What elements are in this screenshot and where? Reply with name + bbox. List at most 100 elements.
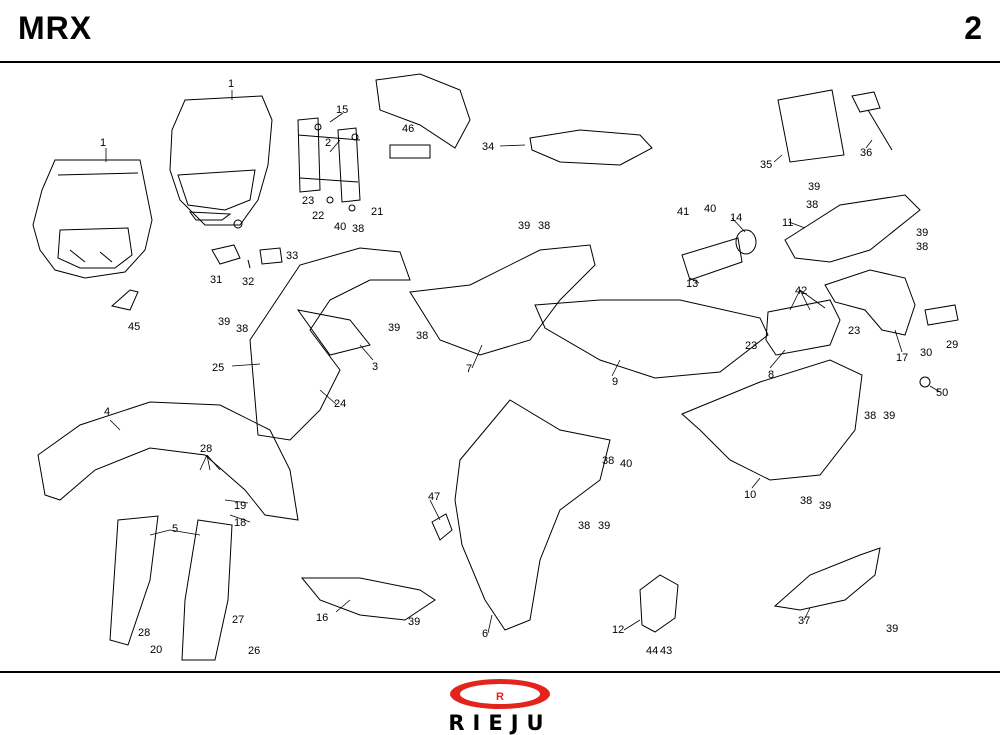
label-39f: 39	[883, 410, 895, 422]
label-14: 14	[730, 212, 742, 224]
part-7-side-panel	[409, 244, 596, 356]
part-46-clamp	[389, 144, 431, 159]
label-25: 25	[212, 362, 224, 374]
label-32: 32	[242, 276, 254, 288]
label-34: 34	[482, 141, 494, 153]
label-27: 27	[232, 614, 244, 626]
label-39e: 39	[916, 227, 928, 239]
label-4: 4	[104, 406, 110, 418]
label-44: 44	[646, 645, 658, 657]
label-47: 47	[428, 491, 440, 503]
part-36-tool	[851, 91, 893, 151]
label-38b: 38	[538, 220, 550, 232]
model-name: MRX	[18, 10, 93, 46]
page-footer: R RIEJU	[0, 673, 1000, 735]
label-42: 42	[795, 285, 807, 297]
label-28b: 28	[138, 627, 150, 639]
label-38c: 38	[236, 323, 248, 335]
label-36: 36	[860, 147, 872, 159]
label-17: 17	[896, 352, 908, 364]
label-23a: 23	[302, 195, 314, 207]
label-26: 26	[248, 645, 260, 657]
label-50: 50	[936, 387, 948, 399]
part-34-handguards	[375, 73, 653, 166]
rieju-logo-icon: R	[450, 679, 550, 709]
part-5-fork-guard-right	[181, 519, 233, 661]
part-12-sprocket-cover	[639, 574, 679, 633]
label-1b: 1	[228, 78, 234, 90]
brand-name: RIEJU	[448, 711, 552, 735]
label-8: 8	[768, 369, 774, 381]
header-divider	[0, 61, 1000, 63]
label-39g: 39	[598, 520, 610, 532]
label-43: 43	[660, 645, 672, 657]
part-13-tail-light	[681, 237, 743, 281]
label-6: 6	[482, 628, 488, 640]
label-46: 46	[402, 123, 414, 135]
label-19: 19	[234, 500, 246, 512]
part-16-skid-plate	[300, 577, 436, 621]
label-35: 35	[760, 159, 772, 171]
label-39h: 39	[819, 500, 831, 512]
label-2: 2	[325, 137, 331, 149]
label-38d: 38	[416, 330, 428, 342]
label-40a: 40	[334, 221, 346, 233]
label-5: 5	[172, 523, 178, 535]
label-38e: 38	[806, 199, 818, 211]
part-29-reflector	[924, 304, 959, 326]
label-24: 24	[334, 398, 346, 410]
label-15: 15	[336, 104, 348, 116]
label-38a: 38	[352, 223, 364, 235]
label-20: 20	[150, 644, 162, 656]
part-17-holder	[824, 269, 916, 336]
label-37: 37	[798, 615, 810, 627]
label-23b: 23	[745, 340, 757, 352]
part-number-labels: 1 1 2 3 4 5 6 7 8 9 10 11 12 13 14 15 16…	[100, 78, 958, 657]
part-31-plate	[211, 244, 241, 265]
label-45: 45	[128, 321, 140, 333]
label-30: 30	[920, 347, 932, 359]
label-33: 33	[286, 250, 298, 262]
part-9-seat	[534, 299, 769, 379]
label-22: 22	[312, 210, 324, 222]
label-7: 7	[466, 363, 472, 375]
label-40b: 40	[704, 203, 716, 215]
part-37-chain-guard	[773, 547, 881, 611]
leader-lines	[105, 90, 941, 634]
label-18: 18	[234, 517, 246, 529]
label-40c: 40	[620, 458, 632, 470]
label-28a: 28	[200, 443, 212, 455]
page-number: 2	[964, 10, 982, 46]
label-21: 21	[371, 206, 383, 218]
part-35-filter	[777, 89, 845, 163]
label-16: 16	[316, 612, 328, 624]
logo-letter: R	[496, 691, 504, 703]
part-6-tank-shroud	[454, 399, 611, 631]
label-39i: 39	[408, 616, 420, 628]
part-47-sticker	[431, 513, 453, 541]
part-33-connector	[259, 247, 283, 265]
label-3: 3	[372, 361, 378, 373]
label-38i: 38	[578, 520, 590, 532]
part-3-24-side-cover	[249, 247, 411, 441]
label-23c: 23	[848, 325, 860, 337]
footer-divider	[0, 671, 1000, 673]
label-39c: 39	[388, 322, 400, 334]
page-header: MRX 2	[0, 0, 1000, 62]
label-39a: 39	[518, 220, 530, 232]
label-31: 31	[210, 274, 222, 286]
label-29: 29	[946, 339, 958, 351]
part-5-fork-guard-left	[109, 515, 159, 646]
label-12: 12	[612, 624, 624, 636]
label-10: 10	[744, 489, 756, 501]
part-50-plug	[919, 376, 931, 388]
part-11-tail-cover	[784, 194, 921, 263]
label-9: 9	[612, 376, 618, 388]
label-13: 13	[686, 278, 698, 290]
part-8-plate	[765, 299, 841, 356]
part-headlight-bracket	[297, 117, 361, 212]
label-38h: 38	[602, 455, 614, 467]
part-headlight-mask-rear	[169, 95, 273, 229]
part-4-front-fender	[37, 401, 299, 521]
part-45-deflector	[110, 289, 139, 311]
